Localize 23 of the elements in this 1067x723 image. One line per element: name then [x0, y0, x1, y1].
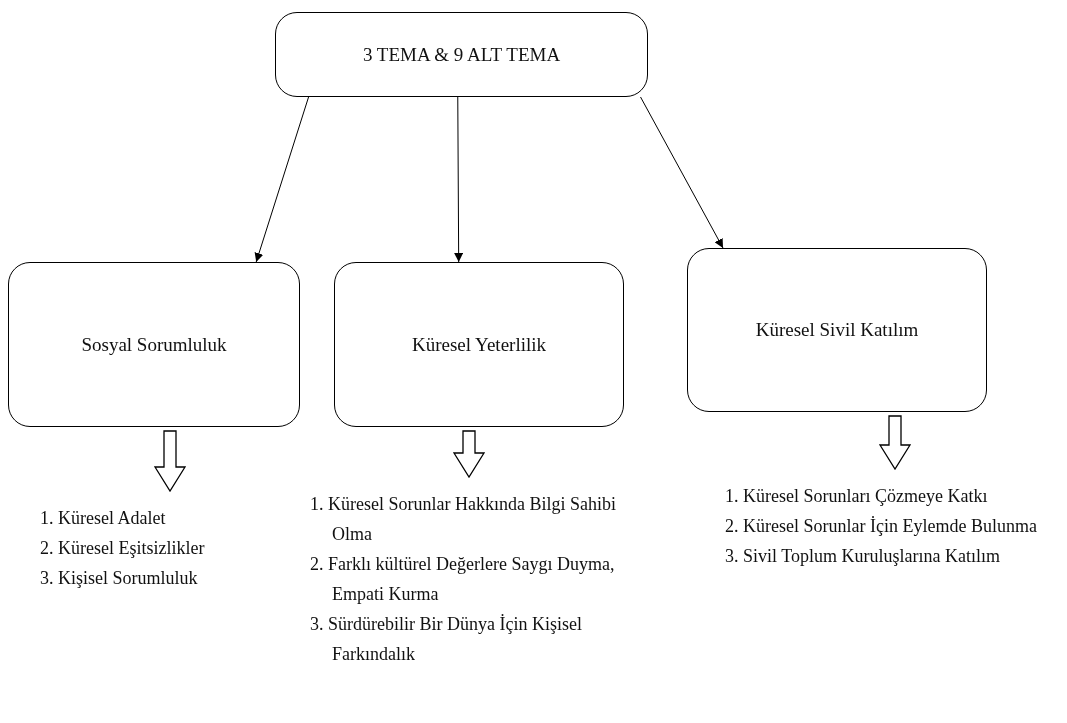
sub-theme-item: 3. Sivil Toplum Kuruluşlarına Katılım — [725, 545, 1001, 568]
theme-label: 3 TEMA & 9 ALT TEMA — [362, 43, 561, 66]
theme-label: Küresel Sivil Katılım — [755, 319, 919, 341]
sub-theme-item: 3. Kişisel Sorumluluk — [40, 567, 199, 590]
sub-theme-item: 1. Küresel Sorunları Çözmeye Katkı — [725, 485, 989, 508]
theme-label: Küresel Yeterlilik — [411, 333, 546, 356]
theme-box — [275, 12, 648, 97]
theme-label: Sosyal Sorumluluk — [81, 333, 227, 356]
sub-theme-item: 2. Farklı kültürel Değerlere Saygı Duyma, Empati Kurma — [310, 553, 616, 606]
arrow — [454, 96, 464, 263]
sub-theme-item: 3. Sürdürebilir Bir Dünya İçin Kişisel Farkındalık — [310, 613, 583, 666]
theme-box — [687, 248, 987, 412]
sub-theme-item: 2. Küresel Eşitsizlikler — [40, 537, 206, 560]
sub-theme-item: 2. Küresel Sorunlar İçin Eylemde Bulunma — [725, 515, 1038, 538]
hollow-arrow — [153, 430, 187, 493]
sub-theme-item: 1. Küresel Sorunlar Hakkında Bilgi Sahibi Olma — [310, 493, 617, 546]
arrow — [254, 96, 310, 263]
theme-box — [8, 262, 300, 427]
arrow — [640, 96, 724, 249]
hollow-arrow — [452, 430, 486, 479]
sub-theme-item: 1. Küresel Adalet — [40, 507, 167, 530]
hollow-arrow — [878, 415, 912, 471]
theme-box — [334, 262, 624, 427]
